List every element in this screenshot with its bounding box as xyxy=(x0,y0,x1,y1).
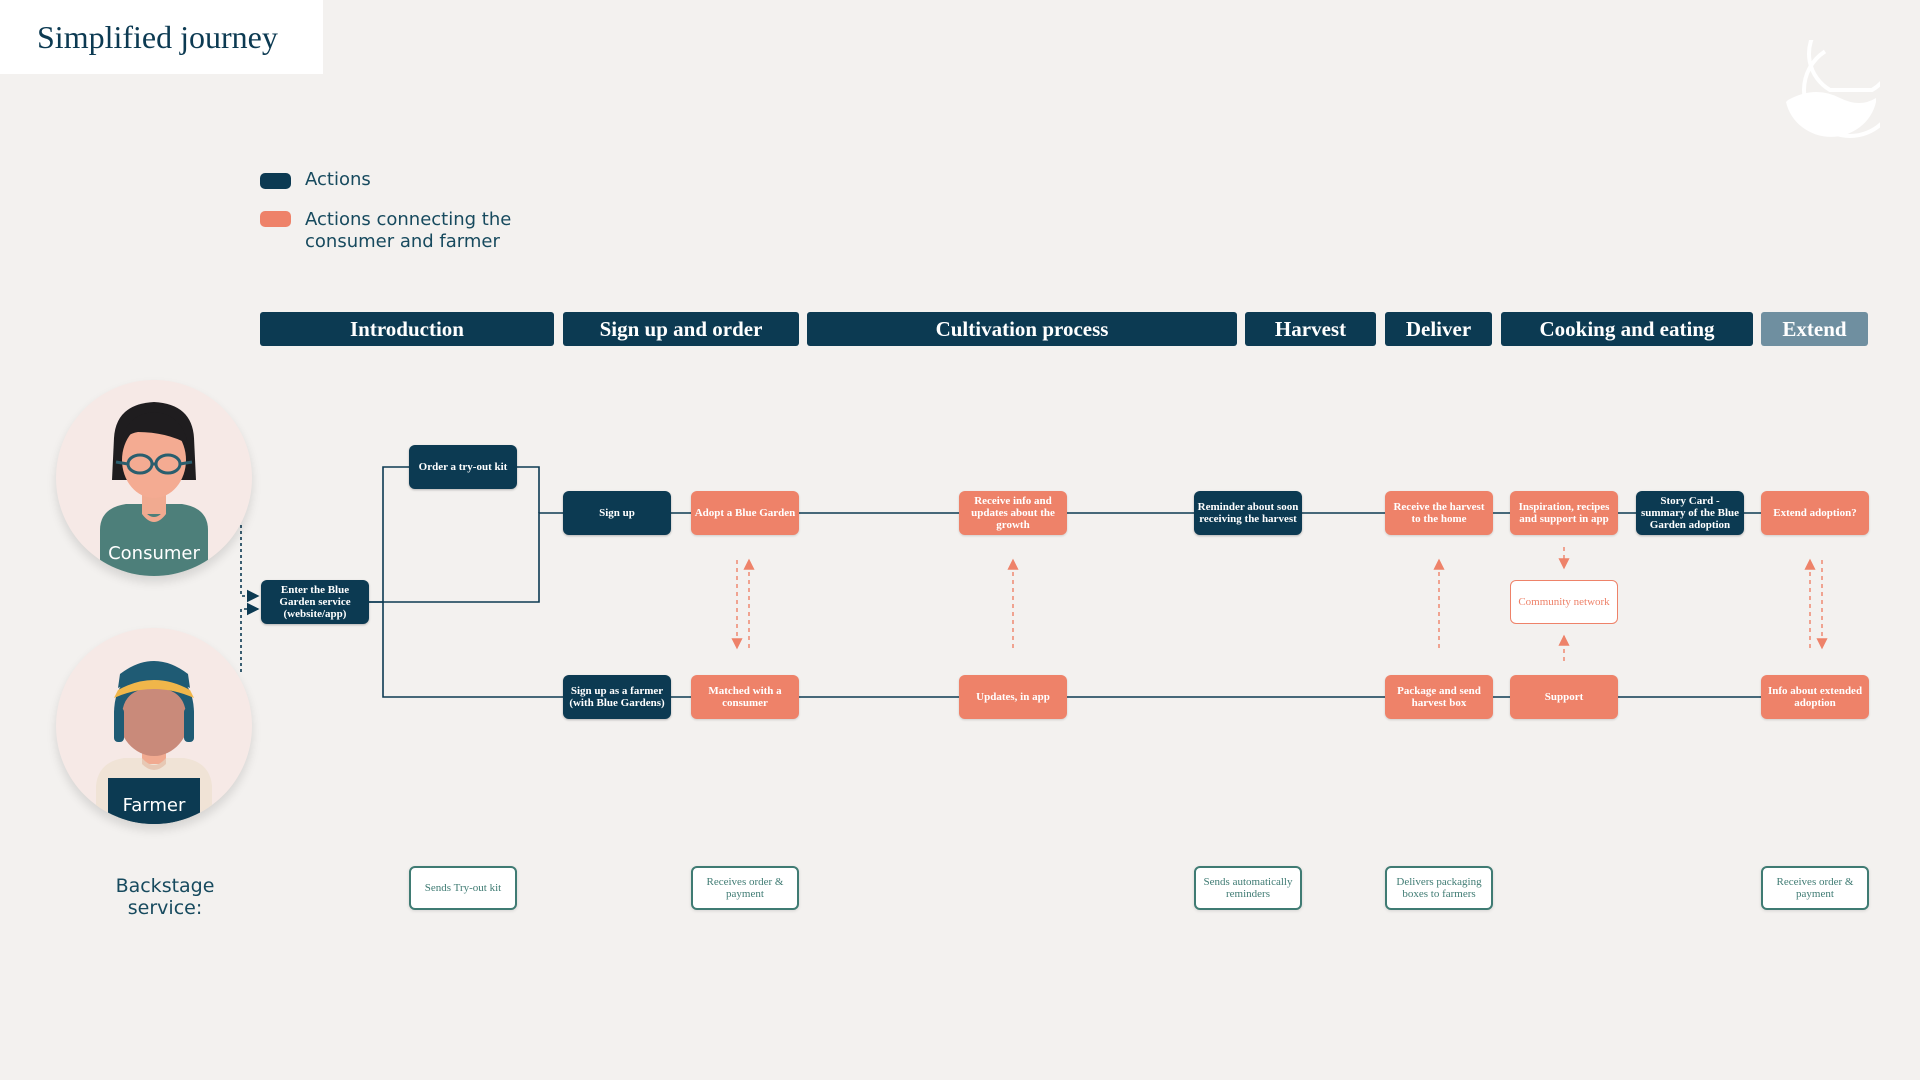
phase-extend: Extend xyxy=(1761,312,1868,346)
node-enter-service[interactable]: Enter the Blue Garden service (website/a… xyxy=(261,580,369,624)
node-inspiration[interactable]: Inspiration, recipes and support in app xyxy=(1510,491,1618,535)
node-receive-info[interactable]: Receive info and updates about the growt… xyxy=(959,491,1067,535)
title-box: Simplified journey xyxy=(0,0,323,74)
node-receive-harvest[interactable]: Receive the harvest to the home xyxy=(1385,491,1493,535)
phase-sign-up-and-order: Sign up and order xyxy=(563,312,799,346)
backstage-receives-order-extend[interactable]: Receives order & payment xyxy=(1761,866,1869,910)
legend-swatch-actions xyxy=(260,173,291,189)
phase-deliver: Deliver xyxy=(1385,312,1492,346)
backstage-label: Backstage service: xyxy=(115,875,215,919)
farmer-avatar: Farmer xyxy=(56,628,252,824)
farmer-illustration-icon xyxy=(96,661,212,824)
node-story-card[interactable]: Story Card - summary of the Blue Garden … xyxy=(1636,491,1744,535)
backstage-sends-tryout[interactable]: Sends Try-out kit xyxy=(409,866,517,910)
consumer-illustration-icon xyxy=(100,402,208,576)
phase-cultivation-process: Cultivation process xyxy=(807,312,1237,346)
node-farmer-signup[interactable]: Sign up as a farmer (with Blue Gardens) xyxy=(563,675,671,719)
node-matched[interactable]: Matched with a consumer xyxy=(691,675,799,719)
node-adopt[interactable]: Adopt a Blue Garden xyxy=(691,491,799,535)
phase-cooking-and-eating: Cooking and eating xyxy=(1501,312,1753,346)
legend-label-connecting: Actions connecting the consumer and farm… xyxy=(305,209,512,252)
node-support[interactable]: Support xyxy=(1510,675,1618,719)
legend-swatch-connecting xyxy=(260,211,291,227)
consumer-avatar: Consumer xyxy=(56,380,252,576)
node-updates-app[interactable]: Updates, in app xyxy=(959,675,1067,719)
legend-label-actions: Actions xyxy=(305,169,371,190)
consumer-label: Consumer xyxy=(108,543,200,564)
node-reminder[interactable]: Reminder about soon receiving the harves… xyxy=(1194,491,1302,535)
logo-icon xyxy=(1786,40,1880,138)
phase-introduction: Introduction xyxy=(260,312,554,346)
page-title: Simplified journey xyxy=(37,19,278,55)
farmer-label: Farmer xyxy=(122,795,186,816)
node-info-extended[interactable]: Info about extended adoption xyxy=(1761,675,1869,719)
node-community[interactable]: Community network xyxy=(1510,580,1618,624)
node-order-tryout[interactable]: Order a try-out kit xyxy=(409,445,517,489)
node-sign-up[interactable]: Sign up xyxy=(563,491,671,535)
node-extend-adoption[interactable]: Extend adoption? xyxy=(1761,491,1869,535)
backstage-delivers-boxes[interactable]: Delivers packaging boxes to farmers xyxy=(1385,866,1493,910)
node-package-send[interactable]: Package and send harvest box xyxy=(1385,675,1493,719)
backstage-receives-order[interactable]: Receives order & payment xyxy=(691,866,799,910)
backstage-sends-reminders[interactable]: Sends automatically reminders xyxy=(1194,866,1302,910)
phase-harvest: Harvest xyxy=(1245,312,1376,346)
